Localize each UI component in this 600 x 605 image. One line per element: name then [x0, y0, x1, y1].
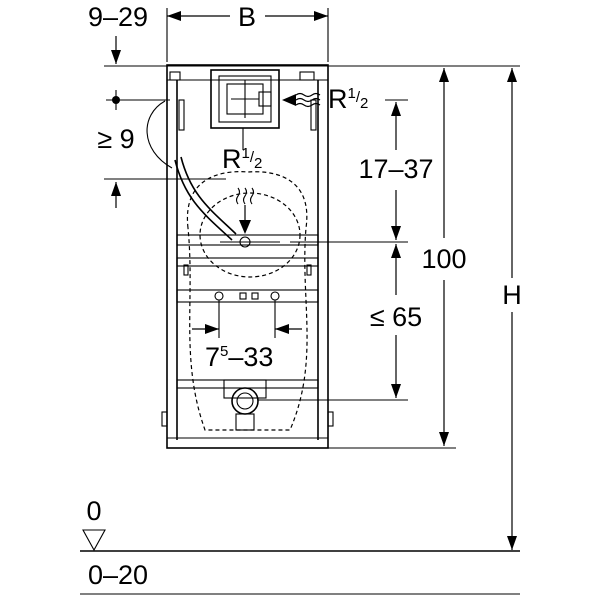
drain-height-arrow-bottom	[391, 384, 401, 398]
valve-inlet	[258, 91, 272, 107]
floor-zero-label: 0	[86, 496, 101, 526]
cross-rail-upper	[176, 234, 319, 246]
supply-height-label: 17–37	[358, 154, 433, 184]
mount-slot-1	[239, 292, 247, 300]
side-supply-sub: 2	[360, 95, 368, 112]
frame-foot-right	[327, 411, 334, 427]
center-supply-prefix: R	[222, 144, 242, 174]
total-height-dimension: H	[502, 68, 522, 550]
hose-bend-curve	[146, 100, 173, 169]
frame-slot-right-upper	[310, 99, 317, 131]
center-supply-wave-2	[242, 187, 248, 205]
total-height-arrow-bottom	[507, 536, 517, 550]
floor-level-marker	[82, 529, 106, 552]
side-supply-wave-3	[295, 102, 321, 108]
spacing-base: 7	[205, 342, 220, 372]
min-gap-label: ≥ 9	[97, 124, 134, 154]
drain-collar	[223, 379, 267, 399]
supply-height-arrow-top	[391, 102, 401, 116]
spacing-rest: –33	[228, 342, 273, 372]
mount-hole-right	[270, 291, 280, 301]
top-offset-label: 9–29	[88, 2, 148, 32]
frame-height-arrow-bottom	[439, 432, 449, 446]
frame-slot-left-upper	[178, 99, 185, 131]
frame-height-label: 100	[421, 244, 466, 274]
supply-hose-outer	[174, 159, 233, 241]
rail-slot-left	[183, 264, 189, 276]
width-arrow-right	[314, 11, 328, 21]
wc-rim-outline	[199, 192, 301, 278]
mount-hole-left	[214, 291, 224, 301]
mount-spacing-dimension: 75–33	[192, 300, 302, 372]
floor-range-label: 0–20	[88, 560, 148, 590]
drain-inner	[236, 392, 254, 410]
center-supply-label: R1/2	[222, 144, 262, 174]
top-offset-arrow	[111, 50, 121, 64]
frame-foot-left	[161, 411, 168, 427]
valve-box-outer	[210, 69, 280, 129]
center-supply: R1/2	[174, 144, 280, 248]
frame-height-arrow-top	[439, 68, 449, 82]
supply-height-dimension: 17–37	[290, 99, 434, 243]
cross-rail-middle	[176, 257, 319, 267]
center-supply-arrow	[239, 220, 251, 234]
total-height-label: H	[502, 280, 522, 310]
side-supply-arrow	[282, 94, 296, 106]
spacing-arrow-left	[205, 324, 219, 334]
drain-height-label: ≤ 65	[370, 302, 422, 332]
top-offset-dimension: 9–29	[88, 2, 520, 67]
wc-outline	[186, 171, 308, 431]
drain-pipe	[235, 413, 255, 431]
side-supply-wave-2	[295, 97, 321, 103]
center-supply-wave-3	[249, 187, 255, 205]
drain-height-dimension: ≤ 65	[258, 244, 422, 401]
side-supply: R1/2	[282, 84, 368, 114]
side-supply-sup: 1	[348, 85, 356, 102]
supply-hose-inner	[180, 156, 237, 235]
center-supply-sup: 1	[242, 145, 250, 162]
side-supply-label: R1/2	[328, 84, 368, 114]
floor-levels: 0 0–20	[80, 496, 520, 595]
cross-rail-bottom	[176, 379, 319, 389]
drain-connection	[223, 379, 267, 431]
spacing-sup: 5	[220, 343, 228, 360]
valve-box	[210, 69, 280, 150]
total-height-arrow-top	[507, 68, 517, 82]
spacing-label: 75–33	[205, 342, 273, 372]
frame-tab-right	[299, 71, 315, 81]
width-dimension: B	[166, 2, 329, 62]
wc-bowl-outline	[186, 171, 308, 431]
side-supply-prefix: R	[328, 84, 348, 114]
cross-rail-lower	[176, 289, 319, 303]
drain-outer	[231, 387, 259, 415]
rail-slot-right	[306, 264, 312, 276]
center-supply-sub: 2	[254, 155, 262, 172]
frame-outline	[166, 64, 329, 449]
drain-height-arrow-top	[391, 244, 401, 258]
side-supply-wave-1	[295, 92, 321, 98]
spacing-arrow-right	[275, 324, 289, 334]
center-supply-wave-1	[235, 187, 241, 205]
width-arrow-left	[167, 11, 181, 21]
frame-tab-left	[169, 71, 181, 81]
frame-height-dimension: 100	[328, 68, 467, 449]
mount-slot-2	[251, 292, 259, 300]
width-label: B	[238, 2, 256, 32]
min-gap-arrow	[111, 182, 121, 196]
supply-height-arrow-bottom	[391, 226, 401, 240]
min-gap-dimension: ≥ 9	[97, 90, 226, 208]
